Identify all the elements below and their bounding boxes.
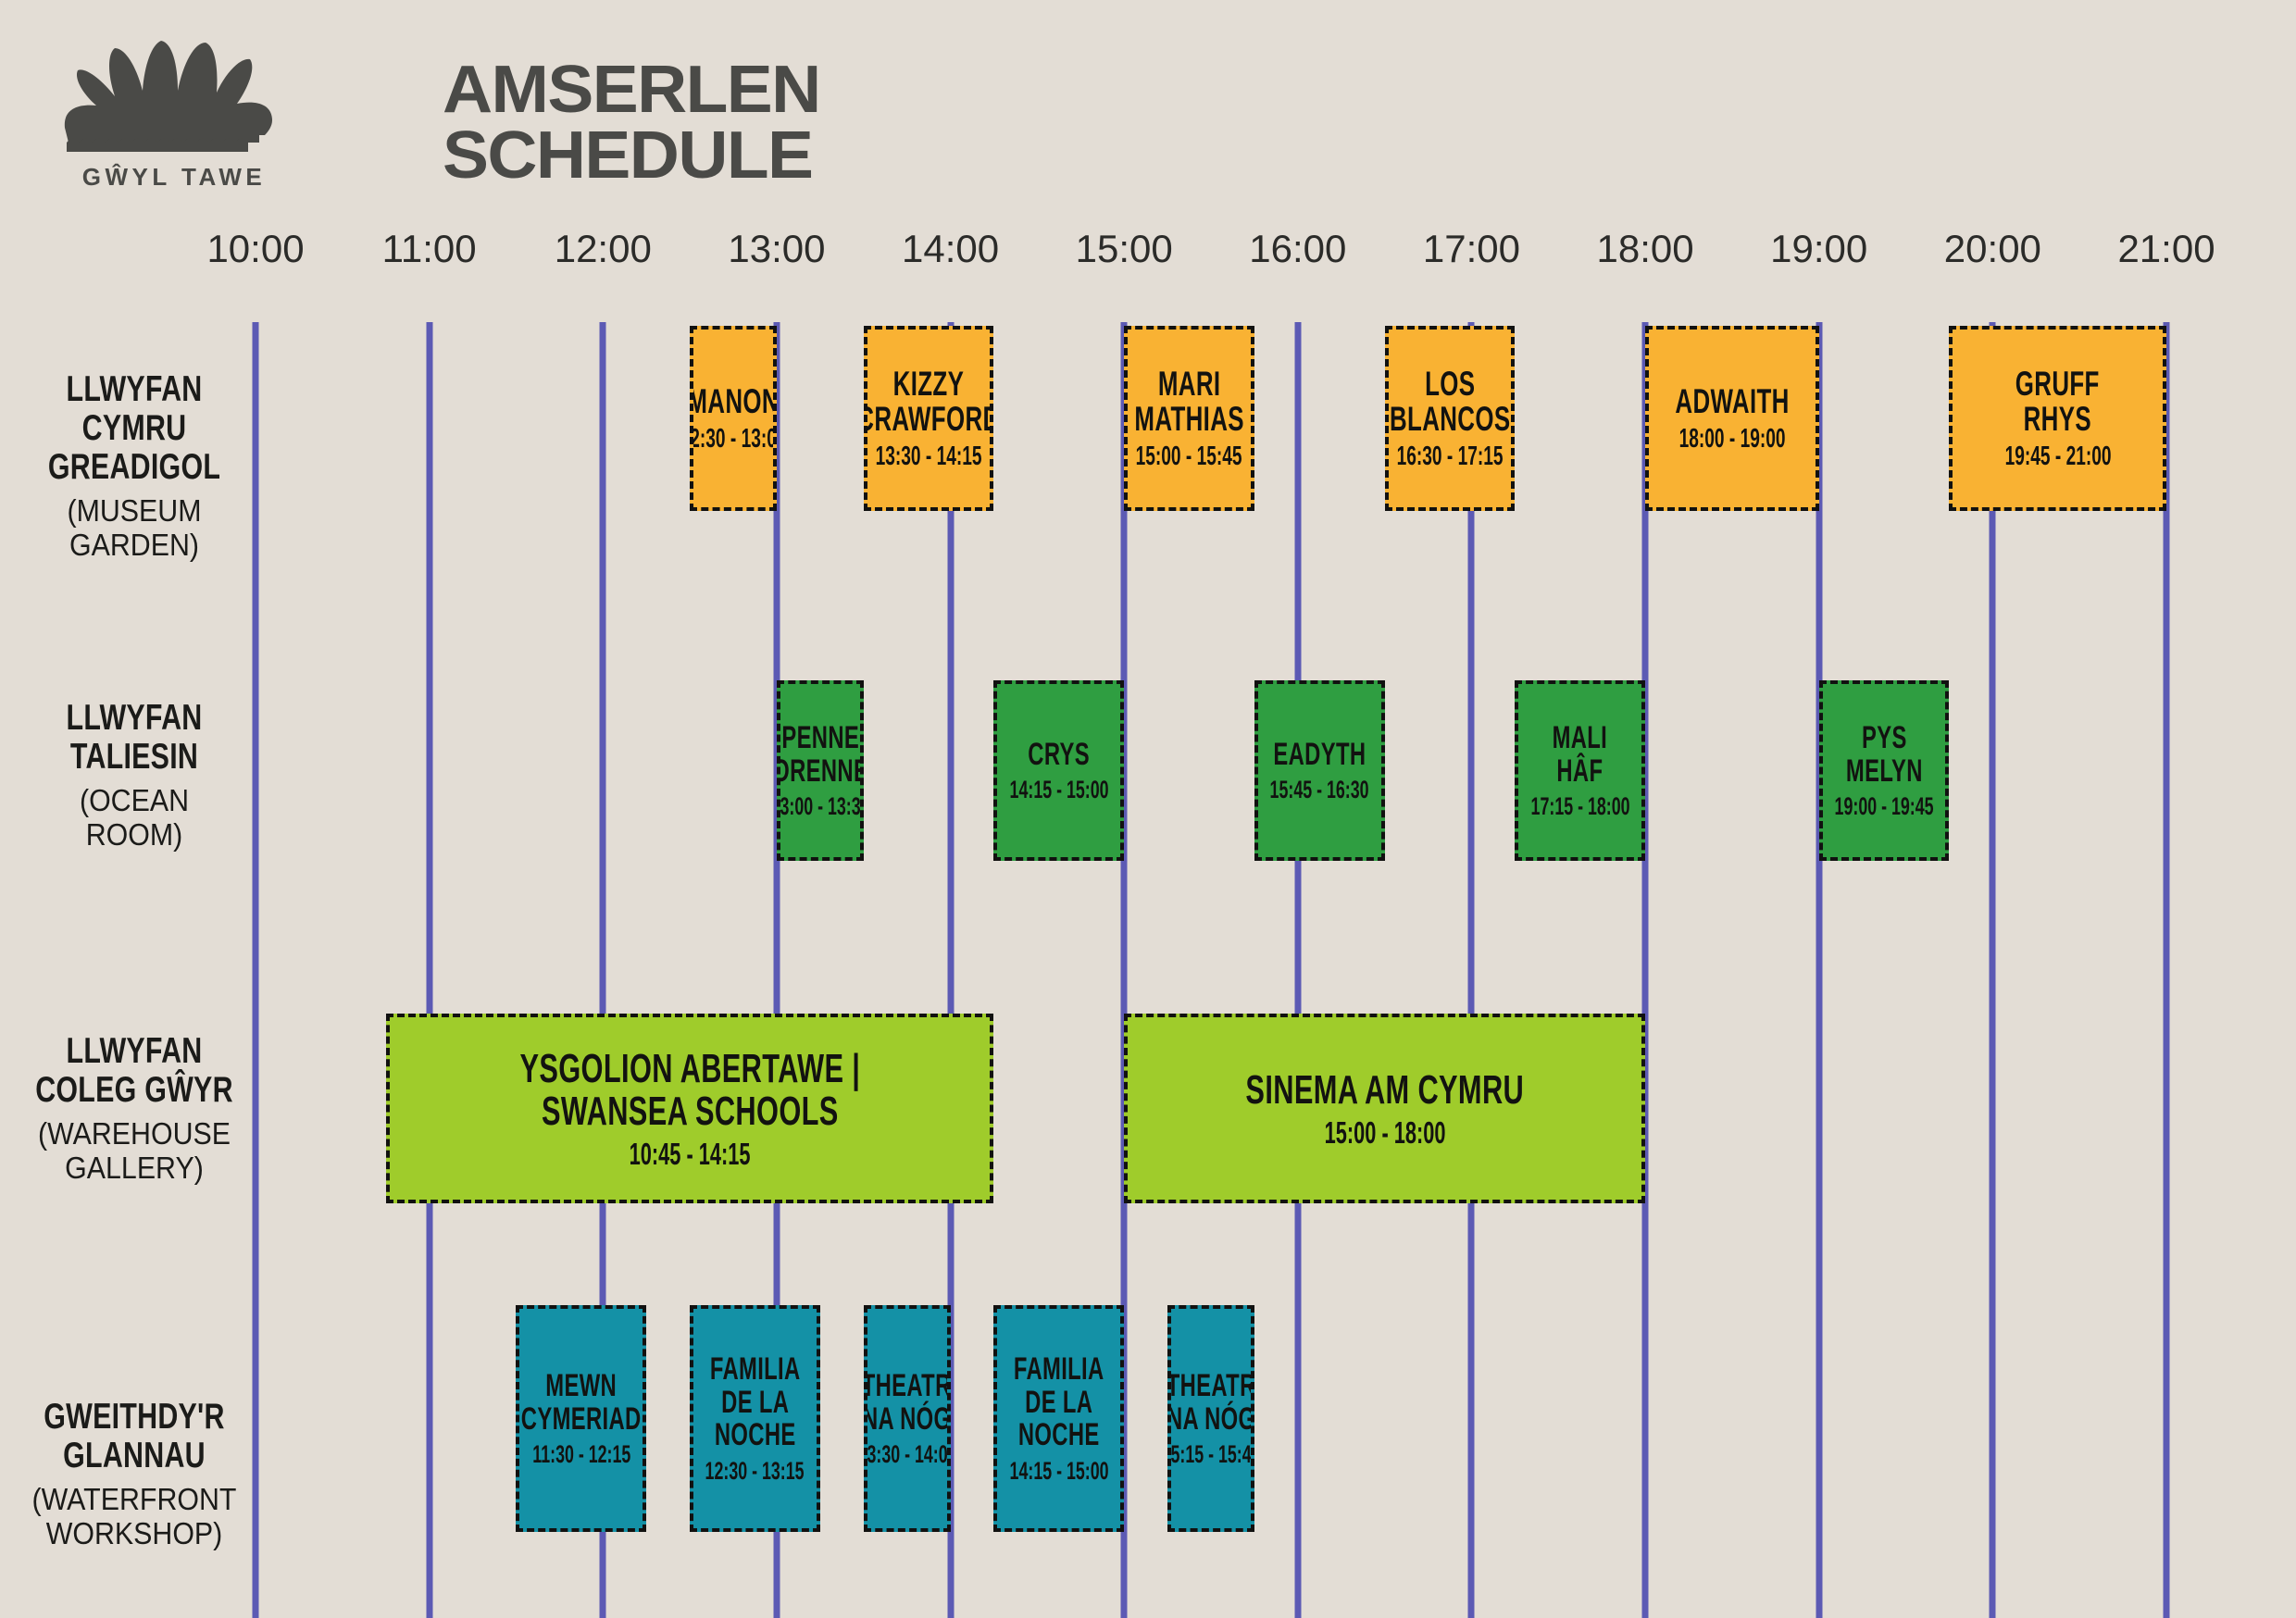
event-name: THEATR NA NÓG	[863, 1368, 951, 1437]
gridline-2100	[2163, 322, 2170, 1618]
event-time: 14:15 - 15:00	[1009, 1456, 1109, 1485]
event-name: MALI HÂF	[1552, 720, 1608, 789]
event-time: 10:45 - 14:15	[629, 1137, 751, 1172]
event-time: 14:15 - 15:00	[1009, 776, 1109, 804]
sun-crown-icon	[64, 41, 273, 152]
gridline-1900	[1816, 322, 1823, 1618]
event-time: 15:15 - 15:45	[1170, 1439, 1252, 1468]
time-label-1200: 12:00	[554, 227, 652, 270]
time-label-1700: 17:00	[1422, 227, 1521, 270]
gridline-1400	[947, 322, 955, 1618]
event-name: FAMILIA DE LA NOCHE	[709, 1351, 801, 1453]
time-label-1800: 18:00	[1596, 227, 1694, 270]
time-label-1500: 15:00	[1075, 227, 1173, 270]
event-block[interactable]: LOS BLANCOS 16:30 - 17:15	[1384, 326, 1516, 511]
event-name: CRYS	[1028, 736, 1091, 772]
event-name: GRUFF RHYS	[2015, 364, 2101, 438]
event-name: SINEMA AM CYMRU	[1245, 1066, 1524, 1113]
gridline-1500	[1120, 322, 1128, 1618]
poster-header: GŴYL TAWE AMSERLEN SCHEDULE	[54, 24, 821, 200]
event-name: PENNE ORENNE	[776, 720, 864, 789]
event-time: 19:45 - 21:00	[2004, 442, 2112, 472]
event-time: 13:00 - 13:30	[780, 791, 861, 820]
event-time: 13:30 - 14:00	[867, 1439, 948, 1468]
time-label-1400: 14:00	[901, 227, 1000, 270]
gridline-1200	[599, 322, 606, 1618]
event-time: 15:45 - 16:30	[1269, 776, 1369, 804]
event-block[interactable]: EADYTH 15:45 - 16:30	[1254, 680, 1385, 861]
event-name: LOS BLANCOS	[1389, 364, 1511, 438]
event-block[interactable]: MANON 12:30 - 13:00	[690, 326, 777, 511]
event-name: PYS MELYN	[1845, 720, 1923, 789]
gridline-1300	[773, 322, 780, 1618]
gridline-1000	[252, 322, 259, 1618]
time-label-1000: 10:00	[206, 227, 305, 270]
event-time: 16:30 - 17:15	[1396, 442, 1504, 472]
event-time: 17:15 - 18:00	[1530, 791, 1630, 820]
festival-logo: GŴYL TAWE	[54, 24, 308, 200]
event-block[interactable]: GRUFF RHYS 19:45 - 21:00	[1949, 326, 2166, 511]
gridline-1700	[1467, 322, 1475, 1618]
event-time: 19:00 - 19:45	[1834, 791, 1934, 820]
event-name: MARI MATHIAS	[1134, 364, 1244, 438]
event-name: YSGOLION ABERTAWE | SWANSEA SCHOOLS	[519, 1045, 860, 1134]
event-block[interactable]: MARI MATHIAS 15:00 - 15:45	[1124, 326, 1254, 511]
event-name: KIZZY CRAWFORD	[863, 364, 994, 438]
time-axis: 10:00 11:00 12:00 13:00 14:00 15:00 16:00 17:00…	[0, 227, 2296, 282]
time-label-1100: 11:00	[381, 227, 477, 270]
event-name: FAMILIA DE LA NOCHE	[1014, 1351, 1104, 1453]
timeline-gridlines	[0, 322, 2296, 1618]
gridline-2000	[1989, 322, 1996, 1618]
event-name: MANON	[690, 381, 777, 420]
title-line-english: SCHEDULE	[443, 118, 814, 193]
event-name: THEATR NA NÓG	[1167, 1368, 1254, 1437]
time-label-1900: 19:00	[1770, 227, 1868, 270]
event-block[interactable]: FAMILIA DE LA NOCHE 14:15 - 15:00	[993, 1305, 1125, 1532]
event-block[interactable]: CRYS 14:15 - 15:00	[993, 680, 1125, 861]
gridline-1100	[426, 322, 433, 1618]
page-title: AMSERLEN SCHEDULE	[443, 53, 821, 193]
event-block[interactable]: THEATR NA NÓG13:30 - 14:00	[863, 1305, 951, 1532]
title-line-welsh: AMSERLEN	[443, 53, 821, 127]
event-name: MEWN CYMERIAD	[520, 1368, 642, 1437]
gridline-1800	[1641, 322, 1649, 1618]
time-label-1600: 16:00	[1249, 227, 1347, 270]
event-block[interactable]: FAMILIA DE LA NOCHE 12:30 - 13:15	[690, 1305, 820, 1532]
event-time: 12:30 - 13:15	[705, 1456, 805, 1485]
time-label-2000: 20:00	[1943, 227, 2041, 270]
logo-wordmark: GŴYL TAWE	[81, 163, 267, 191]
event-block[interactable]: THEATR NA NÓG15:15 - 15:45	[1167, 1305, 1254, 1532]
event-time: 13:30 - 14:15	[875, 442, 982, 472]
event-name: ADWAITH	[1675, 381, 1790, 420]
time-label-2100: 21:00	[2117, 227, 2215, 270]
event-block[interactable]: ADWAITH 18:00 - 19:00	[1645, 326, 1819, 511]
event-block[interactable]: KIZZY CRAWFORD 13:30 - 14:15	[863, 326, 994, 511]
event-time: 11:30 - 12:15	[531, 1439, 630, 1468]
event-time: 15:00 - 15:45	[1136, 442, 1242, 472]
event-time: 15:00 - 18:00	[1324, 1115, 1446, 1151]
time-label-1300: 13:00	[728, 227, 826, 270]
event-name: EADYTH	[1273, 736, 1366, 772]
event-time: 18:00 - 19:00	[1678, 424, 1786, 454]
gridline-1600	[1294, 322, 1302, 1618]
event-block[interactable]: PENNE ORENNE13:00 - 13:30	[776, 680, 864, 861]
event-time: 12:30 - 13:00	[690, 424, 777, 454]
